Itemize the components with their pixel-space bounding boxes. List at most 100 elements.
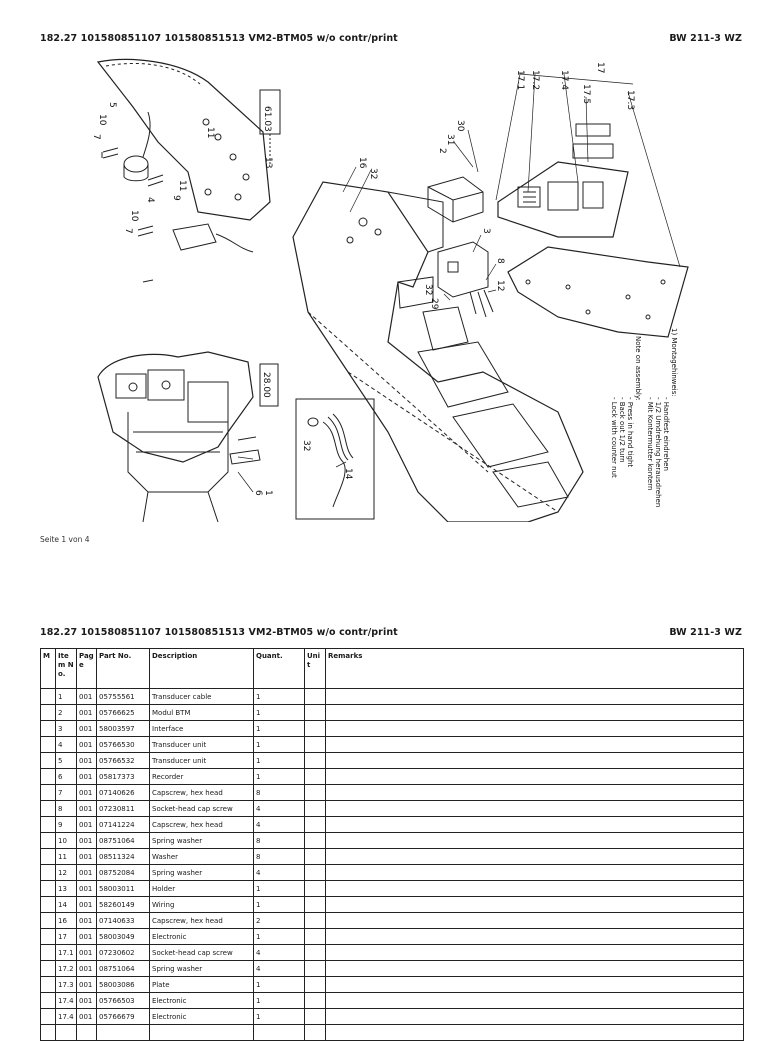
callout-30b: 32 xyxy=(423,284,433,295)
document-header: 182.27 101580851107 101580851513 VM2-BTM… xyxy=(40,33,742,44)
table-cell: 001 xyxy=(76,736,97,753)
table-cell: 001 xyxy=(76,912,97,929)
table-cell xyxy=(40,736,56,753)
table-cell: Capscrew, hex head xyxy=(149,784,254,801)
table-cell xyxy=(325,864,744,881)
callout-10b: 10 xyxy=(129,210,139,222)
table-cell: 2 xyxy=(55,704,77,721)
table-cell xyxy=(325,928,744,945)
table-cell: 8 xyxy=(253,784,305,801)
table-cell: Capscrew, hex head xyxy=(149,816,254,833)
table-cell xyxy=(40,976,56,993)
table-cell xyxy=(40,848,56,865)
table-cell: 001 xyxy=(76,1008,97,1025)
table-cell: 58003049 xyxy=(96,928,150,945)
table-cell: 17.4 xyxy=(55,1008,77,1025)
table-cell: 08751064 xyxy=(96,960,150,977)
table-cell: 1 xyxy=(253,736,305,753)
callout-31: 30 xyxy=(455,120,465,132)
table-cell: 17.1 xyxy=(55,944,77,961)
table-cell: Modul BTM xyxy=(149,704,254,721)
callout-7: 7 xyxy=(91,134,101,140)
table-cell xyxy=(304,720,326,737)
table-cell xyxy=(304,1008,326,1025)
table-cell: 58003011 xyxy=(96,880,150,897)
header-model: BW 211-3 WZ xyxy=(669,33,742,44)
callout-17-5: 17.5 xyxy=(581,84,591,104)
table-cell: 1 xyxy=(253,896,305,913)
table-cell: 001 xyxy=(76,720,97,737)
table-cell xyxy=(325,832,744,849)
table-cell: Transducer unit xyxy=(149,736,254,753)
table-cell: 1 xyxy=(253,704,305,721)
table-cell xyxy=(325,992,744,1009)
table-cell xyxy=(40,688,56,705)
table-cell: 1 xyxy=(253,752,305,769)
table-cell: Washer xyxy=(149,848,254,865)
table-cell: 8 xyxy=(253,848,305,865)
table-cell xyxy=(304,784,326,801)
table-cell xyxy=(325,880,744,897)
table-cell: 12 xyxy=(55,864,77,881)
callout-8: 8 xyxy=(495,258,505,264)
table-cell: 1 xyxy=(253,928,305,945)
table-cell xyxy=(304,752,326,769)
note-en-3: - Lock with counter nut xyxy=(610,397,618,478)
column-header: M xyxy=(40,648,56,689)
note-en-2: - Back out 1/2 turn xyxy=(618,397,626,463)
table-cell xyxy=(55,1024,77,1041)
table-cell: 5 xyxy=(55,752,77,769)
table-cell xyxy=(304,912,326,929)
table-cell xyxy=(325,976,744,993)
table-cell: 6 xyxy=(55,768,77,785)
table-cell: 001 xyxy=(76,688,97,705)
table-cell: 07141224 xyxy=(96,816,150,833)
note-de-0: 1) Montagehinweis: xyxy=(670,328,678,397)
table-cell: 1 xyxy=(253,880,305,897)
table-cell: 4 xyxy=(253,864,305,881)
table-cell xyxy=(40,992,56,1009)
table-cell: 001 xyxy=(76,704,97,721)
table-cell xyxy=(304,816,326,833)
table-cell: 05817373 xyxy=(96,768,150,785)
table-cell: Interface xyxy=(149,720,254,737)
column-header: Part No. xyxy=(96,648,150,689)
callout-17-1: 17.1 xyxy=(515,70,525,90)
table-cell xyxy=(325,912,744,929)
table-cell xyxy=(40,896,56,913)
table-cell: Plate xyxy=(149,976,254,993)
table-cell: 14 xyxy=(55,896,77,913)
callout-11b: 11 xyxy=(177,180,187,191)
callout-29: 31 xyxy=(445,134,455,145)
header-title-repeat: 182.27 101580851107 101580851513 VM2-BTM… xyxy=(40,627,398,638)
interface-box xyxy=(427,176,484,223)
table-row xyxy=(40,1024,744,1041)
table-cell: 1 xyxy=(253,688,305,705)
table-cell xyxy=(40,944,56,961)
table-cell: 9 xyxy=(55,816,77,833)
table-cell: Transducer unit xyxy=(149,752,254,769)
table-cell xyxy=(304,736,326,753)
table-cell xyxy=(325,784,744,801)
leader-lines xyxy=(237,73,681,493)
note-de-3: - Mit Kontermutter kontern xyxy=(646,397,654,490)
callout-28: 29 xyxy=(429,298,439,310)
table-cell xyxy=(40,752,56,769)
table-cell xyxy=(325,816,744,833)
table-cell xyxy=(76,1024,97,1041)
table-cell xyxy=(253,1024,305,1041)
table-cell: 17.2 xyxy=(55,960,77,977)
table-cell: 001 xyxy=(76,848,97,865)
table-cell xyxy=(149,1024,254,1041)
